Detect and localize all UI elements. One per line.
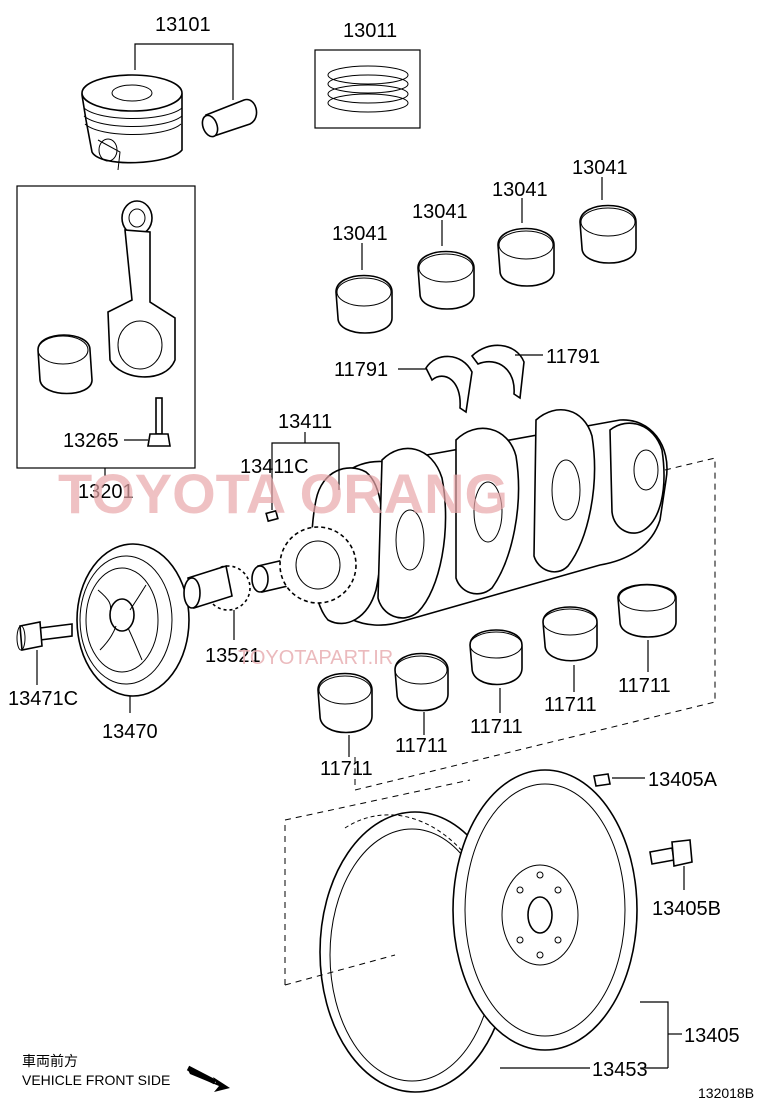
label-11711-e: 11711 xyxy=(618,675,671,697)
rod-bearing-illustration xyxy=(37,334,93,395)
label-13405: 13405 xyxy=(684,1025,740,1047)
crank-sprocket-illustration xyxy=(279,526,357,604)
flywheel-dashed-outline xyxy=(284,779,471,985)
front-side-note-en: VEHICLE FRONT SIDE xyxy=(22,1072,170,1088)
connecting-rod-illustration xyxy=(107,200,176,378)
main-bearing-upper-4 xyxy=(579,204,637,264)
flywheel-illustration xyxy=(452,769,638,1051)
label-13041-b: 13041 xyxy=(412,201,468,223)
label-13201: 13201 xyxy=(78,481,134,503)
label-13521: 13521 xyxy=(205,645,261,667)
label-11711-d: 11711 xyxy=(544,694,597,716)
label-13041-d: 13041 xyxy=(572,157,628,179)
label-11791-right: 11791 xyxy=(546,346,600,368)
flywheel-pin-illustration xyxy=(593,773,611,787)
main-bearing-lower-1 xyxy=(317,672,373,734)
piston-ring-set-box xyxy=(314,49,421,129)
front-side-note-jp: 車両前方 xyxy=(22,1053,78,1069)
flywheel-bolt-illustration xyxy=(649,839,693,867)
label-13453: 13453 xyxy=(592,1059,648,1081)
label-11791-left: 11791 xyxy=(334,359,388,381)
label-13411c: 13411C xyxy=(240,456,309,478)
timing-sprocket-illustration xyxy=(183,564,251,611)
watermark-main: TOYOTA ORANG xyxy=(58,462,508,525)
thrust-washer-left xyxy=(425,355,473,414)
piston-illustration xyxy=(81,74,183,171)
diagram-code: 132018B xyxy=(698,1085,754,1101)
main-bearing-lower-5 xyxy=(617,583,677,638)
thrust-washer-right xyxy=(470,344,525,400)
main-bearing-upper-2 xyxy=(417,250,475,310)
piston-rings-illustration xyxy=(327,65,409,113)
rod-bolt-illustration xyxy=(147,397,171,447)
main-bearing-lower-4 xyxy=(542,606,598,662)
main-bearing-lower-3 xyxy=(469,629,523,686)
label-11711-c: 11711 xyxy=(470,716,523,738)
label-13041-a: 13041 xyxy=(332,223,388,245)
pulley-bolt-illustration xyxy=(16,621,73,651)
crank-key-illustration xyxy=(265,509,279,523)
crankshaft-dashed-outline xyxy=(354,457,716,791)
label-13411: 13411 xyxy=(278,411,332,433)
main-bearing-upper-1 xyxy=(335,274,393,334)
label-11711-b: 11711 xyxy=(395,735,448,757)
front-direction-arrow-icon xyxy=(186,1065,230,1092)
label-13265: 13265 xyxy=(63,430,119,452)
label-13011: 13011 xyxy=(343,20,397,42)
label-13041-c: 13041 xyxy=(492,179,548,201)
label-13405b: 13405B xyxy=(652,898,721,920)
main-bearing-lower-2 xyxy=(394,652,449,712)
label-13405a: 13405A xyxy=(648,769,718,791)
label-13101: 13101 xyxy=(155,14,211,36)
label-13470: 13470 xyxy=(102,721,158,743)
label-13471c: 13471C xyxy=(8,688,78,710)
watermark-url: TOYOTAPART.IR xyxy=(238,647,393,669)
crankshaft-pulley-illustration xyxy=(76,543,190,697)
piston-pin-illustration xyxy=(201,98,258,138)
main-bearing-upper-3 xyxy=(497,227,555,287)
label-11711-a: 11711 xyxy=(320,758,373,780)
connecting-rod-box xyxy=(16,185,196,469)
